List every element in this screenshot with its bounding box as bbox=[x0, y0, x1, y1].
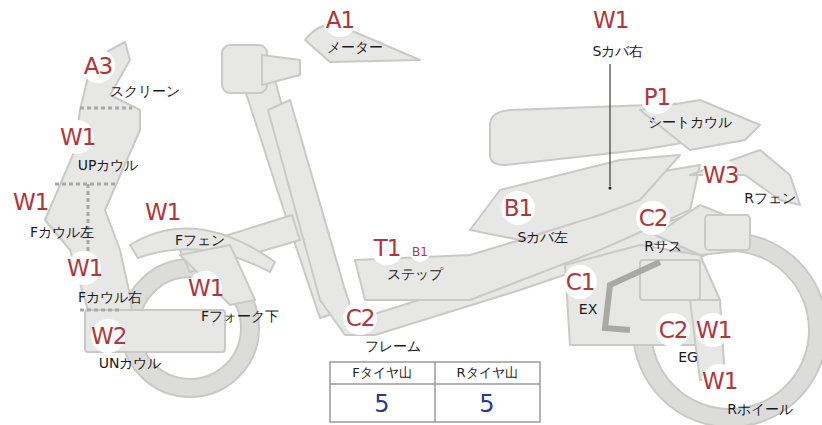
table-cell: 5 bbox=[479, 391, 494, 417]
rear-suspension-body bbox=[705, 215, 750, 250]
headlight bbox=[222, 45, 267, 93]
exhaust-pipe bbox=[605, 262, 660, 330]
callout-number: W1 bbox=[702, 364, 736, 398]
callout-number: A1 bbox=[323, 3, 357, 37]
rear-wheel-rim bbox=[633, 233, 822, 425]
part-name: Rサス bbox=[642, 239, 684, 254]
side-cover-upper bbox=[470, 155, 680, 240]
table-cell: 5 bbox=[374, 391, 389, 417]
part-name: Sカバ左 bbox=[516, 230, 571, 245]
callout-number: W3 bbox=[703, 158, 737, 192]
callout-number: B1 bbox=[501, 191, 535, 225]
handlebar bbox=[262, 55, 300, 85]
part-name: UPカウル bbox=[76, 158, 141, 173]
table-header: Rタイヤ山 bbox=[456, 366, 517, 380]
callout-number: C2 bbox=[636, 201, 670, 235]
part-name: EX bbox=[577, 302, 599, 317]
callout-number: W1 bbox=[67, 251, 101, 285]
tyre-table bbox=[330, 362, 540, 422]
callout-number: C1 bbox=[563, 265, 597, 299]
callout-number: P1 bbox=[640, 80, 674, 114]
part-name: メーター bbox=[325, 40, 385, 55]
part-division bbox=[80, 309, 120, 312]
callout-number: B1 bbox=[410, 242, 430, 262]
part-name: スクリーン bbox=[108, 84, 182, 99]
callout-number: A3 bbox=[81, 49, 115, 83]
callout-number: T1 bbox=[370, 231, 404, 265]
callout-number: W1 bbox=[593, 3, 627, 37]
part-name: Sカバ右 bbox=[591, 44, 646, 59]
part-name: Fフェン bbox=[173, 233, 227, 248]
part-name: フレーム bbox=[363, 339, 423, 354]
part-name: Rフェン bbox=[742, 191, 798, 206]
part-name: Fカウル右 bbox=[76, 290, 144, 305]
part-division bbox=[87, 184, 90, 255]
table-header: Fタイヤ山 bbox=[352, 366, 411, 380]
callout-number: W2 bbox=[91, 319, 125, 353]
meter bbox=[305, 24, 420, 62]
part-name: Fフォーク下 bbox=[199, 309, 281, 324]
callout-number: C2 bbox=[343, 301, 377, 335]
callout-number: W1 bbox=[145, 195, 179, 229]
callout-number: W1 bbox=[13, 185, 47, 219]
part-name: EG bbox=[676, 350, 700, 365]
leader-dot bbox=[609, 187, 612, 190]
part-name: UNカウル bbox=[97, 356, 164, 371]
callout-number: W1 bbox=[188, 271, 222, 305]
part-name: シートカウル bbox=[646, 115, 734, 130]
fork-lower bbox=[180, 245, 255, 305]
part-name: Rホイール bbox=[725, 402, 795, 417]
part-name: ステップ bbox=[385, 267, 445, 282]
callout-number: W1 bbox=[696, 313, 730, 347]
leader-line bbox=[610, 64, 611, 186]
table-border bbox=[330, 362, 540, 422]
table-rule bbox=[434, 362, 436, 422]
part-name: Fカウル左 bbox=[28, 225, 96, 240]
part-division bbox=[80, 107, 132, 110]
callout-number: C2 bbox=[656, 313, 690, 347]
callout-number: W1 bbox=[60, 120, 94, 154]
